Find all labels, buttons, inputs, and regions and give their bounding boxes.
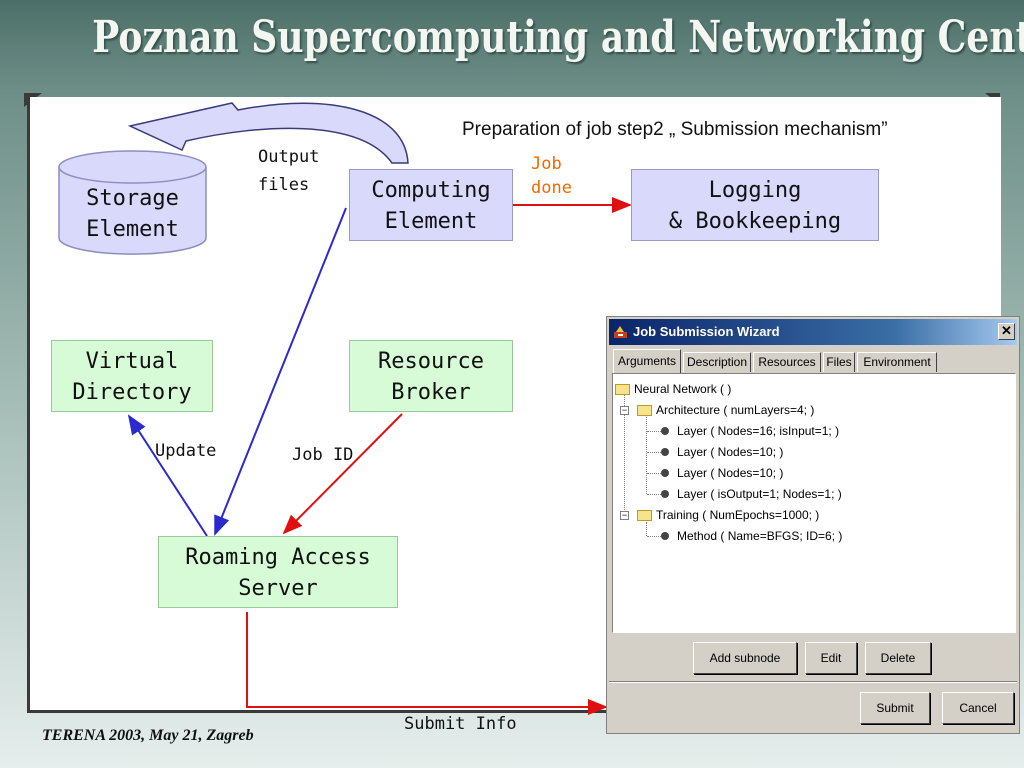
virtual-directory-line1: Virtual (85, 349, 179, 374)
storage-element-label: Storage Element (58, 183, 207, 245)
leaf-bullet-icon (661, 448, 669, 456)
submit-info-label: Submit Info (404, 714, 517, 734)
computing-label-line1: Computing (371, 178, 491, 203)
tree-connector (647, 473, 661, 474)
virtual-directory-line2: Directory (72, 380, 192, 405)
leaf-bullet-icon (661, 490, 669, 498)
folder-icon (637, 405, 652, 416)
resource-broker-line2: Broker (391, 380, 471, 405)
tree-connector (647, 536, 661, 537)
diagram-title: Preparation of job step2 „ Submission me… (462, 119, 888, 140)
job-id-label: Job ID (292, 445, 354, 465)
roaming-label-line1: Roaming Access (185, 545, 371, 570)
tree-connector (647, 494, 661, 495)
tree-node-layer-2[interactable]: Layer ( Nodes=10; ) (677, 445, 784, 459)
job-done-line2: done (531, 178, 572, 198)
wizard-title: Job Submission Wizard (633, 324, 780, 339)
delete-button[interactable]: Delete (865, 642, 931, 674)
edit-button[interactable]: Edit (805, 642, 857, 674)
folder-icon (637, 510, 652, 521)
wizard-titlebar[interactable]: Job Submission Wizard ✕ (609, 319, 1017, 345)
tree-node-training[interactable]: Training ( NumEpochs=1000; ) (656, 508, 820, 522)
leaf-bullet-icon (661, 532, 669, 540)
roaming-access-server-node: Roaming Access Server (158, 536, 398, 608)
job-done-line1: Job (531, 154, 562, 174)
computing-to-roaming-arrow (214, 207, 347, 536)
tab-arguments[interactable]: Arguments (613, 349, 681, 373)
update-label: Update (155, 441, 217, 461)
tree-connector (646, 522, 647, 536)
argument-tree: Neural Network ( ) − Architecture ( numL… (612, 373, 1016, 633)
computing-label-line2: Element (384, 209, 478, 234)
storage-label-line1: Storage (86, 186, 179, 211)
tree-node-layer-3[interactable]: Layer ( Nodes=10; ) (677, 466, 784, 480)
tree-node-root[interactable]: Neural Network ( ) (634, 382, 732, 396)
collapse-icon[interactable]: − (620, 405, 629, 415)
cancel-button[interactable]: Cancel (942, 692, 1014, 724)
tab-environment[interactable]: Environment (857, 352, 937, 372)
job-submission-wizard-window: Job Submission Wizard ✕ Arguments Descri… (606, 316, 1020, 734)
submit-info-arrow (246, 612, 608, 715)
header-title: Poznan Supercomputing and Networking Cen… (92, 12, 1024, 63)
resource-broker-line1: Resource (378, 349, 484, 374)
tree-connector (647, 452, 661, 453)
leaf-bullet-icon (661, 469, 669, 477)
output-files-arrow (127, 102, 409, 164)
job-done-label: Job done (531, 152, 572, 200)
virtual-directory-node: Virtual Directory (51, 340, 213, 412)
tree-node-method[interactable]: Method ( Name=BFGS; ID=6; ) (677, 529, 843, 543)
job-id-arrow (282, 413, 403, 535)
tree-node-layer-4[interactable]: Layer ( isOutput=1; Nodes=1; ) (677, 487, 842, 501)
wizard-separator (609, 681, 1017, 683)
logging-label-line1: Logging (708, 178, 802, 203)
tree-connector (646, 417, 647, 494)
computing-element-node: Computing Element (349, 169, 513, 241)
tab-resources[interactable]: Resources (753, 352, 821, 372)
close-icon[interactable]: ✕ (998, 323, 1015, 340)
footer-text: TERENA 2003, May 21, Zagreb (42, 727, 254, 744)
tree-node-architecture[interactable]: Architecture ( numLayers=4; ) (656, 403, 815, 417)
output-files-label: Output files (258, 143, 319, 199)
tree-connector (624, 390, 625, 516)
tab-description[interactable]: Description (683, 352, 751, 372)
logging-bookkeeping-node: Logging & Bookkeeping (631, 169, 879, 241)
collapse-icon[interactable]: − (620, 510, 629, 520)
storage-label-line2: Element (86, 217, 179, 242)
add-subnode-button[interactable]: Add subnode (693, 642, 797, 674)
output-files-line1: Output (258, 147, 320, 167)
roaming-label-line2: Server (238, 576, 318, 601)
tree-node-layer-1[interactable]: Layer ( Nodes=16; isInput=1; ) (677, 424, 840, 438)
logging-label-line2: & Bookkeeping (668, 209, 842, 234)
folder-icon (615, 384, 630, 395)
java-app-icon (614, 326, 627, 338)
storage-element-cylinder (58, 150, 207, 255)
output-files-line2: files (258, 175, 310, 195)
submit-button[interactable]: Submit (860, 692, 930, 724)
leaf-bullet-icon (661, 427, 669, 435)
update-arrow (127, 414, 208, 537)
tree-connector (647, 431, 661, 432)
resource-broker-node: Resource Broker (349, 340, 513, 412)
tab-files[interactable]: Files (823, 352, 855, 372)
